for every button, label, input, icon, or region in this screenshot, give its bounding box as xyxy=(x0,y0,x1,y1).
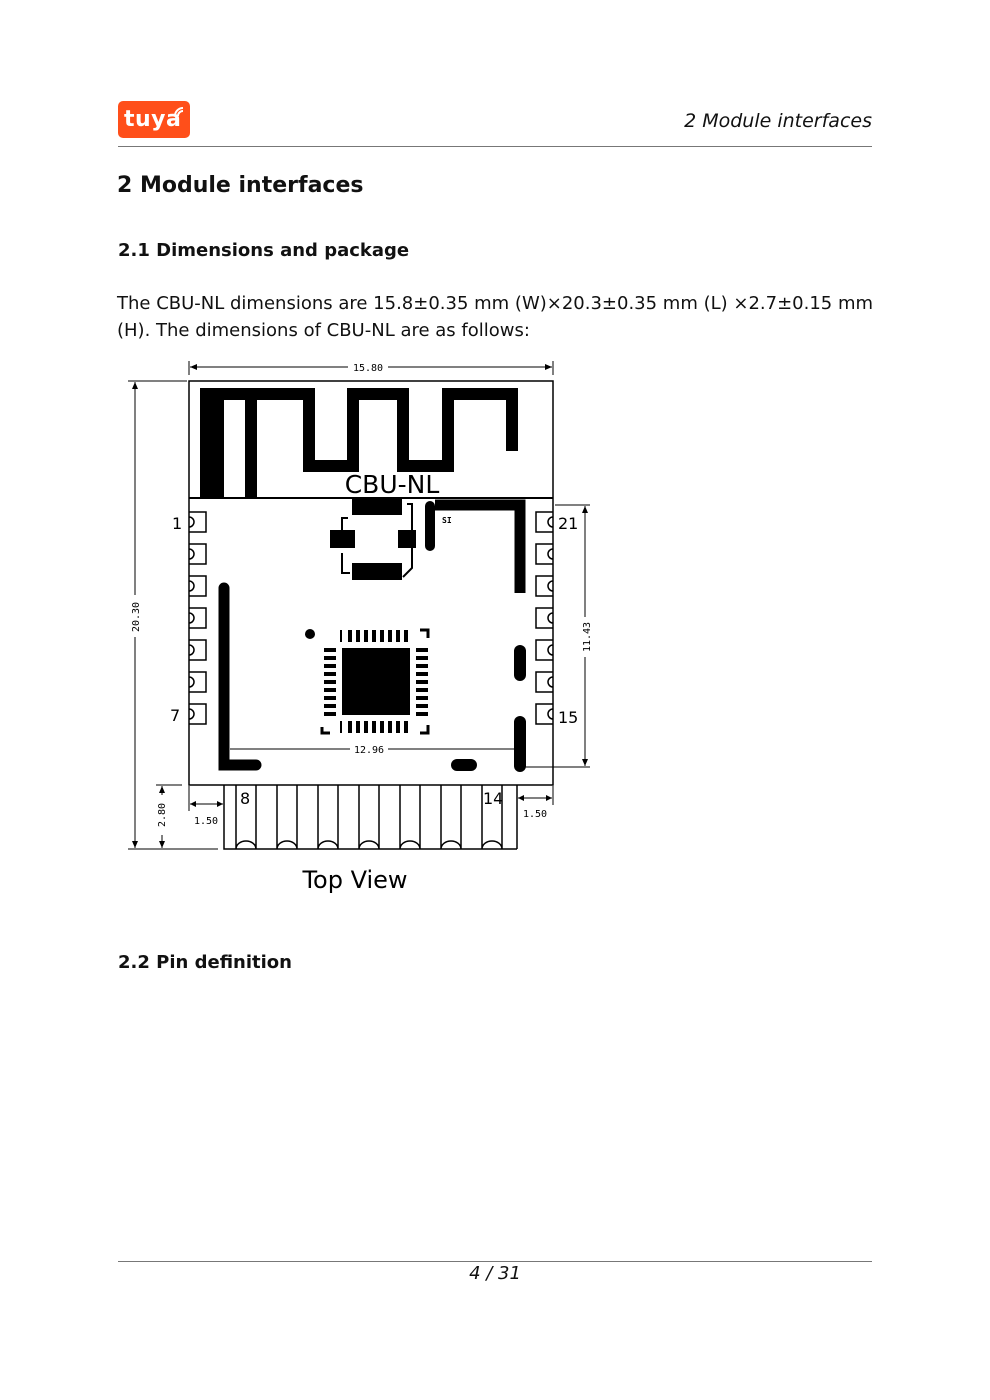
dim-length-label: 20.30 xyxy=(131,602,142,632)
dim-right-offset-label: 1.50 xyxy=(523,809,547,820)
footer-divider xyxy=(118,1261,872,1262)
section-heading: 2 Module interfaces xyxy=(117,173,364,198)
pin-7-label: 7 xyxy=(170,706,180,725)
dim-left-offset-label: 1.50 xyxy=(194,816,218,827)
pin-21-label: 21 xyxy=(558,514,578,533)
dim-right-label: 11.43 xyxy=(582,622,593,652)
module-dimension-drawing: 15.80 20.30 CBU-NL SI 12.96 xyxy=(120,355,600,904)
figure-caption: Top View xyxy=(301,866,407,894)
pin-14-label: 14 xyxy=(483,789,503,808)
dim-inner-label: 12.96 xyxy=(354,745,384,756)
dim-width-label: 15.80 xyxy=(353,363,383,374)
subsection-heading-pins: 2.2 Pin definition xyxy=(118,952,292,973)
pin-8-label: 8 xyxy=(240,789,250,808)
tuya-logo: tuya xyxy=(118,101,190,138)
silk-mark-label: SI xyxy=(442,516,452,525)
dim-bottom-height-label: 2.80 xyxy=(157,803,168,827)
pin-1-label: 1 xyxy=(172,514,182,533)
logo-text: tuya xyxy=(124,107,182,132)
logo-signal-icon xyxy=(174,107,184,117)
header-section-title: 2 Module interfaces xyxy=(684,110,872,132)
subsection-heading-dimensions: 2.1 Dimensions and package xyxy=(118,240,410,261)
header-divider xyxy=(118,146,872,147)
dimensions-paragraph: The CBU-NL dimensions are 15.8±0.35 mm (… xyxy=(117,293,874,341)
page-number: 4 / 31 xyxy=(469,1263,521,1284)
pin-15-label: 15 xyxy=(558,708,578,727)
module-label: CBU-NL xyxy=(345,470,440,499)
